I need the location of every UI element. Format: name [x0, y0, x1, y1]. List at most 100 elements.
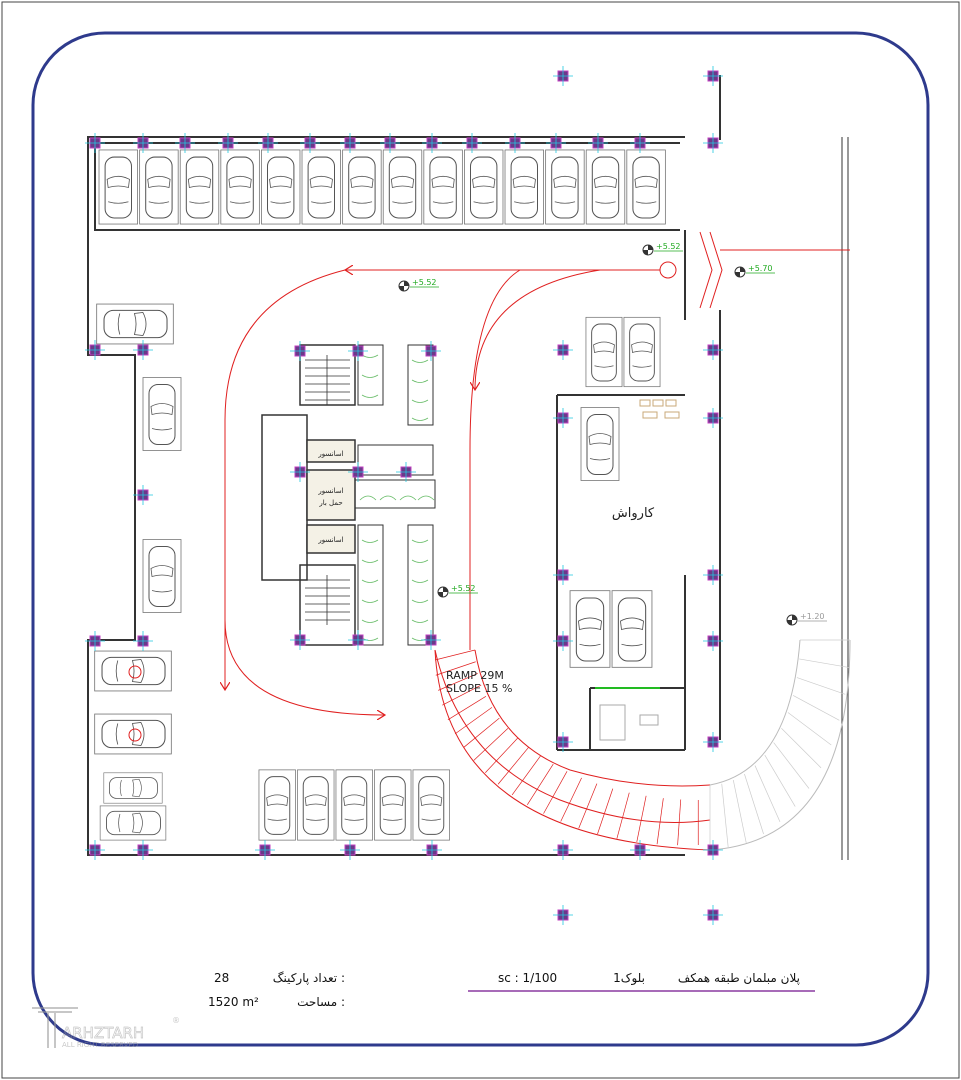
parking-space: [142, 376, 182, 452]
ramp-step: [511, 755, 541, 796]
column: [85, 133, 105, 153]
ramp-step: [799, 658, 849, 668]
parking-space: [585, 316, 623, 388]
parking-space: [504, 149, 545, 225]
area-value: 1520 m²: [208, 995, 259, 1009]
parking-space: [626, 149, 666, 225]
column: [133, 631, 153, 651]
ramp-step: [754, 765, 781, 823]
elevation-marker: +5.70: [734, 264, 775, 278]
logo-tagline: ALL RIGHT RESERVED: [62, 1041, 138, 1049]
column: [396, 462, 416, 482]
column: [290, 462, 310, 482]
ramp-step: [636, 795, 647, 843]
freight-elevator-label-2: حمل بار: [318, 499, 342, 507]
column: [380, 133, 400, 153]
elevation-markers: +5.52 +5.52 +5.52 +5.70 +1.20: [398, 242, 827, 626]
column: [133, 340, 153, 360]
elevation-marker: +5.52: [642, 242, 683, 256]
ramp-step: [497, 747, 529, 785]
ramp-step: [792, 695, 840, 721]
parking-space: [585, 149, 626, 225]
elevator-label: اسانسور: [317, 450, 343, 458]
parking-space: [96, 303, 174, 345]
ramp-step: [438, 673, 478, 691]
parking-space: [623, 316, 661, 388]
ramp-step: [560, 777, 582, 822]
column: [300, 133, 320, 153]
elevation-marker: +5.52: [437, 584, 478, 598]
accessible-parking-icon: [128, 728, 142, 742]
ramp-step: [578, 783, 598, 829]
ramp-inner-edge: [474, 649, 711, 787]
column: [703, 565, 723, 585]
parking-space: [94, 713, 172, 755]
elevation-marker: +5.52: [398, 278, 439, 292]
ramp-step: [442, 684, 482, 706]
ramp-step: [616, 792, 630, 839]
parking-space: [463, 149, 504, 225]
column: [421, 341, 441, 361]
stair-core: [261, 344, 436, 646]
parking-space: [611, 590, 653, 668]
parking-space: [179, 149, 220, 225]
parking-space: [373, 769, 412, 841]
parking-space: [142, 538, 182, 614]
parking-space: [342, 149, 382, 225]
ramp-lower-edge: [709, 639, 851, 851]
ramp-step: [447, 696, 487, 721]
ramp-step: [526, 763, 554, 805]
parking-space: [545, 149, 585, 225]
ramp-step: [773, 742, 810, 789]
parking-space: [301, 149, 342, 225]
parking-space: [382, 149, 423, 225]
column: [553, 840, 573, 860]
ramp-step: [721, 783, 729, 849]
ramp-step: [787, 712, 832, 746]
column: [630, 840, 650, 860]
column: [348, 462, 368, 482]
column: [630, 133, 650, 153]
column: [255, 840, 275, 860]
ramp: [434, 639, 851, 851]
column: [703, 905, 723, 925]
ramp-step: [463, 717, 500, 748]
plan-title: پلان مبلمان طبقه همکف: [678, 971, 800, 985]
parking-space: [139, 149, 179, 225]
parking-space: [335, 769, 374, 841]
elevation-value: +5.52: [656, 242, 681, 251]
column: [505, 133, 525, 153]
column: [340, 133, 360, 153]
column: [258, 133, 278, 153]
ramp-step: [656, 798, 664, 845]
ramp-step: [473, 728, 509, 761]
column: [703, 732, 723, 752]
column: [553, 631, 573, 651]
ramp-outer-edge: [434, 649, 711, 851]
column: [348, 341, 368, 361]
circulation-arrows: [225, 231, 723, 715]
column: [703, 840, 723, 860]
elevation-value: +1.20: [800, 612, 825, 621]
column: [85, 631, 105, 651]
column: [348, 630, 368, 650]
rounded-border: [31, 31, 930, 1047]
column: [546, 133, 566, 153]
logo-name: ARHZTARH: [62, 1024, 144, 1042]
ramp-step: [744, 773, 764, 835]
elevation-value: +5.52: [451, 584, 476, 593]
column: [553, 340, 573, 360]
ramp-step: [677, 799, 682, 846]
parking-space: [296, 769, 335, 841]
column: [588, 133, 608, 153]
parking-space: [412, 769, 451, 841]
parking-space: [260, 149, 301, 225]
building-walls: [87, 75, 850, 860]
column: [703, 340, 723, 360]
column: [703, 408, 723, 428]
column: [462, 133, 482, 153]
column: [553, 732, 573, 752]
elevator-label: اسانسور: [317, 536, 343, 544]
